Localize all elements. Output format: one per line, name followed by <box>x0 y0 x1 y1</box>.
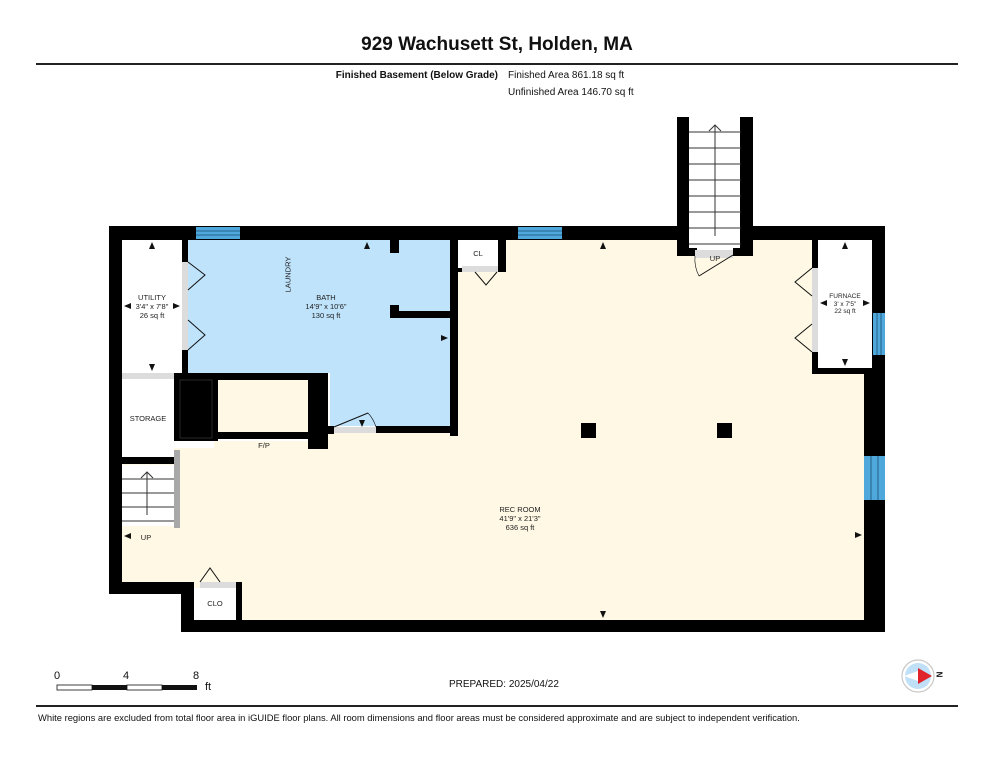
room-area: 636 sq ft <box>505 523 535 532</box>
room-storage: STORAGE <box>129 414 167 423</box>
stairs-top-label: UP <box>709 254 721 263</box>
prepared-date: PREPARED: 2025/04/22 <box>449 679 559 690</box>
door-swings <box>187 254 813 583</box>
room-fireplace: F/P <box>258 441 270 450</box>
room-dims: 3' x 7'5" <box>833 300 857 308</box>
stairs-left-label: UP <box>140 533 152 542</box>
room-dims: 14'9" x 10'6" <box>305 302 347 311</box>
room-name: REC ROOM <box>499 505 541 514</box>
scale-tick-8: 8 <box>193 670 200 682</box>
footer-divider <box>36 705 958 707</box>
scale-tick-0: 0 <box>54 670 61 682</box>
room-dims: 41'9" x 21'3" <box>499 514 541 523</box>
compass-icon <box>901 659 935 693</box>
floor-fills <box>122 117 872 620</box>
compass-north-label: N <box>934 671 944 678</box>
room-name: BATH <box>316 293 336 302</box>
stair-rail <box>174 450 180 528</box>
room-utility: UTILITY 3'4" x 7'8" 26 sq ft <box>122 293 182 320</box>
dimension-markers <box>124 242 870 618</box>
level-label: Finished Basement (Below Grade) <box>335 70 498 81</box>
room-area: 130 sq ft <box>311 311 341 320</box>
room-area: 26 sq ft <box>139 311 165 320</box>
door-thresholds <box>122 250 818 588</box>
header-divider <box>36 63 958 65</box>
finished-area: Finished Area 861.18 sq ft <box>508 70 625 81</box>
room-name: FURNACE <box>829 293 861 300</box>
stairs-left <box>122 471 174 522</box>
room-rec-room: REC ROOM 41'9" x 21'3" 636 sq ft <box>480 505 560 532</box>
disclaimer: White regions are excluded from total fl… <box>38 712 800 723</box>
scale-unit: ft <box>205 681 212 693</box>
room-furnace: FURNACE 3' x 7'5" 22 sq ft <box>818 293 872 316</box>
room-area: 22 sq ft <box>834 308 856 315</box>
room-name: UTILITY <box>138 293 166 302</box>
room-closet-bottom: CLO <box>207 599 223 608</box>
room-dims: 3'4" x 7'8" <box>135 302 169 311</box>
windows <box>196 227 885 500</box>
stairs-top <box>689 124 741 245</box>
scale-tick-4: 4 <box>123 670 130 682</box>
room-closet-top: CL <box>473 249 483 258</box>
room-laundry: LAUNDRY <box>283 256 293 293</box>
room-bath: BATH 14'9" x 10'6" 130 sq ft <box>286 293 366 320</box>
page-title: 929 Wachusett St, Holden, MA <box>361 34 633 55</box>
scale-bar <box>56 684 197 691</box>
unfinished-area: Unfinished Area 146.70 sq ft <box>508 87 634 98</box>
